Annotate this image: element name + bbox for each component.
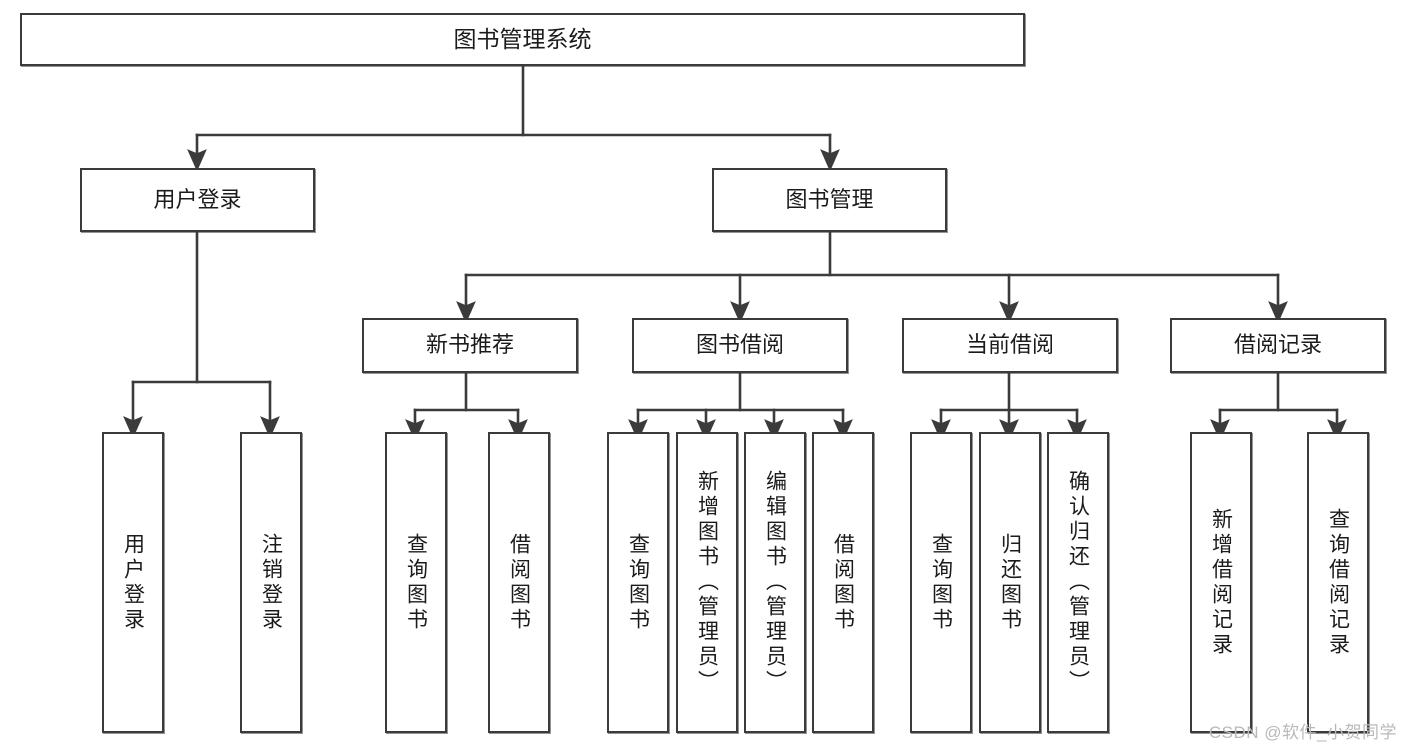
leaf-user-login-login[interactable]: 用户登录 xyxy=(102,432,164,733)
node-label: 图书管理 xyxy=(785,186,874,212)
leaf-current-borrow-query[interactable]: 查询图书 xyxy=(910,432,972,733)
leaf-current-borrow-confirm-return[interactable]: 确认归还（管理员） xyxy=(1047,432,1109,733)
node-label: 图书管理系统 xyxy=(453,25,592,52)
leaf-new-book-query[interactable]: 查询图书 xyxy=(385,432,447,733)
node-label: 归还图书 xyxy=(998,532,1022,633)
node-label: 注销登录 xyxy=(259,532,283,633)
leaf-book-borrow-add[interactable]: 新增图书（管理员） xyxy=(676,432,738,733)
node-book-management[interactable]: 图书管理 xyxy=(712,168,947,232)
node-label: 图书借阅 xyxy=(695,332,784,358)
leaf-current-borrow-return[interactable]: 归还图书 xyxy=(979,432,1041,733)
node-root-book-management-system[interactable]: 图书管理系统 xyxy=(20,13,1025,66)
node-label: 查询图书 xyxy=(626,532,650,633)
node-book-borrow[interactable]: 图书借阅 xyxy=(632,318,848,373)
node-label: 借阅图书 xyxy=(831,532,855,633)
leaf-borrow-record-add[interactable]: 新增借阅记录 xyxy=(1190,432,1252,733)
node-label: 新增借阅记录 xyxy=(1209,507,1233,658)
node-label: 编辑图书（管理员） xyxy=(763,470,787,695)
node-label: 新书推荐 xyxy=(425,332,514,358)
node-borrow-record[interactable]: 借阅记录 xyxy=(1170,318,1386,373)
watermark-text: CSDN @软件_小贺同学 xyxy=(1208,723,1397,742)
leaf-borrow-record-query[interactable]: 查询借阅记录 xyxy=(1307,432,1369,733)
leaf-user-login-logout[interactable]: 注销登录 xyxy=(240,432,302,733)
node-label: 新增图书（管理员） xyxy=(695,470,719,695)
node-current-borrow[interactable]: 当前借阅 xyxy=(902,318,1118,373)
node-new-book-recommend[interactable]: 新书推荐 xyxy=(362,318,578,373)
leaf-book-borrow-query[interactable]: 查询图书 xyxy=(607,432,669,733)
node-label: 查询图书 xyxy=(404,532,428,633)
node-label: 借阅记录 xyxy=(1233,332,1322,358)
node-label: 当前借阅 xyxy=(965,332,1054,358)
leaf-book-borrow-borrow[interactable]: 借阅图书 xyxy=(812,432,874,733)
leaf-book-borrow-edit[interactable]: 编辑图书（管理员） xyxy=(744,432,806,733)
leaf-new-book-borrow[interactable]: 借阅图书 xyxy=(488,432,550,733)
node-user-login[interactable]: 用户登录 xyxy=(80,168,315,232)
node-label: 查询借阅记录 xyxy=(1326,507,1350,658)
node-label: 确认归还（管理员） xyxy=(1066,470,1090,695)
node-label: 用户登录 xyxy=(121,532,145,633)
node-label: 用户登录 xyxy=(153,186,242,212)
node-label: 查询图书 xyxy=(929,532,953,633)
node-label: 借阅图书 xyxy=(507,532,531,633)
